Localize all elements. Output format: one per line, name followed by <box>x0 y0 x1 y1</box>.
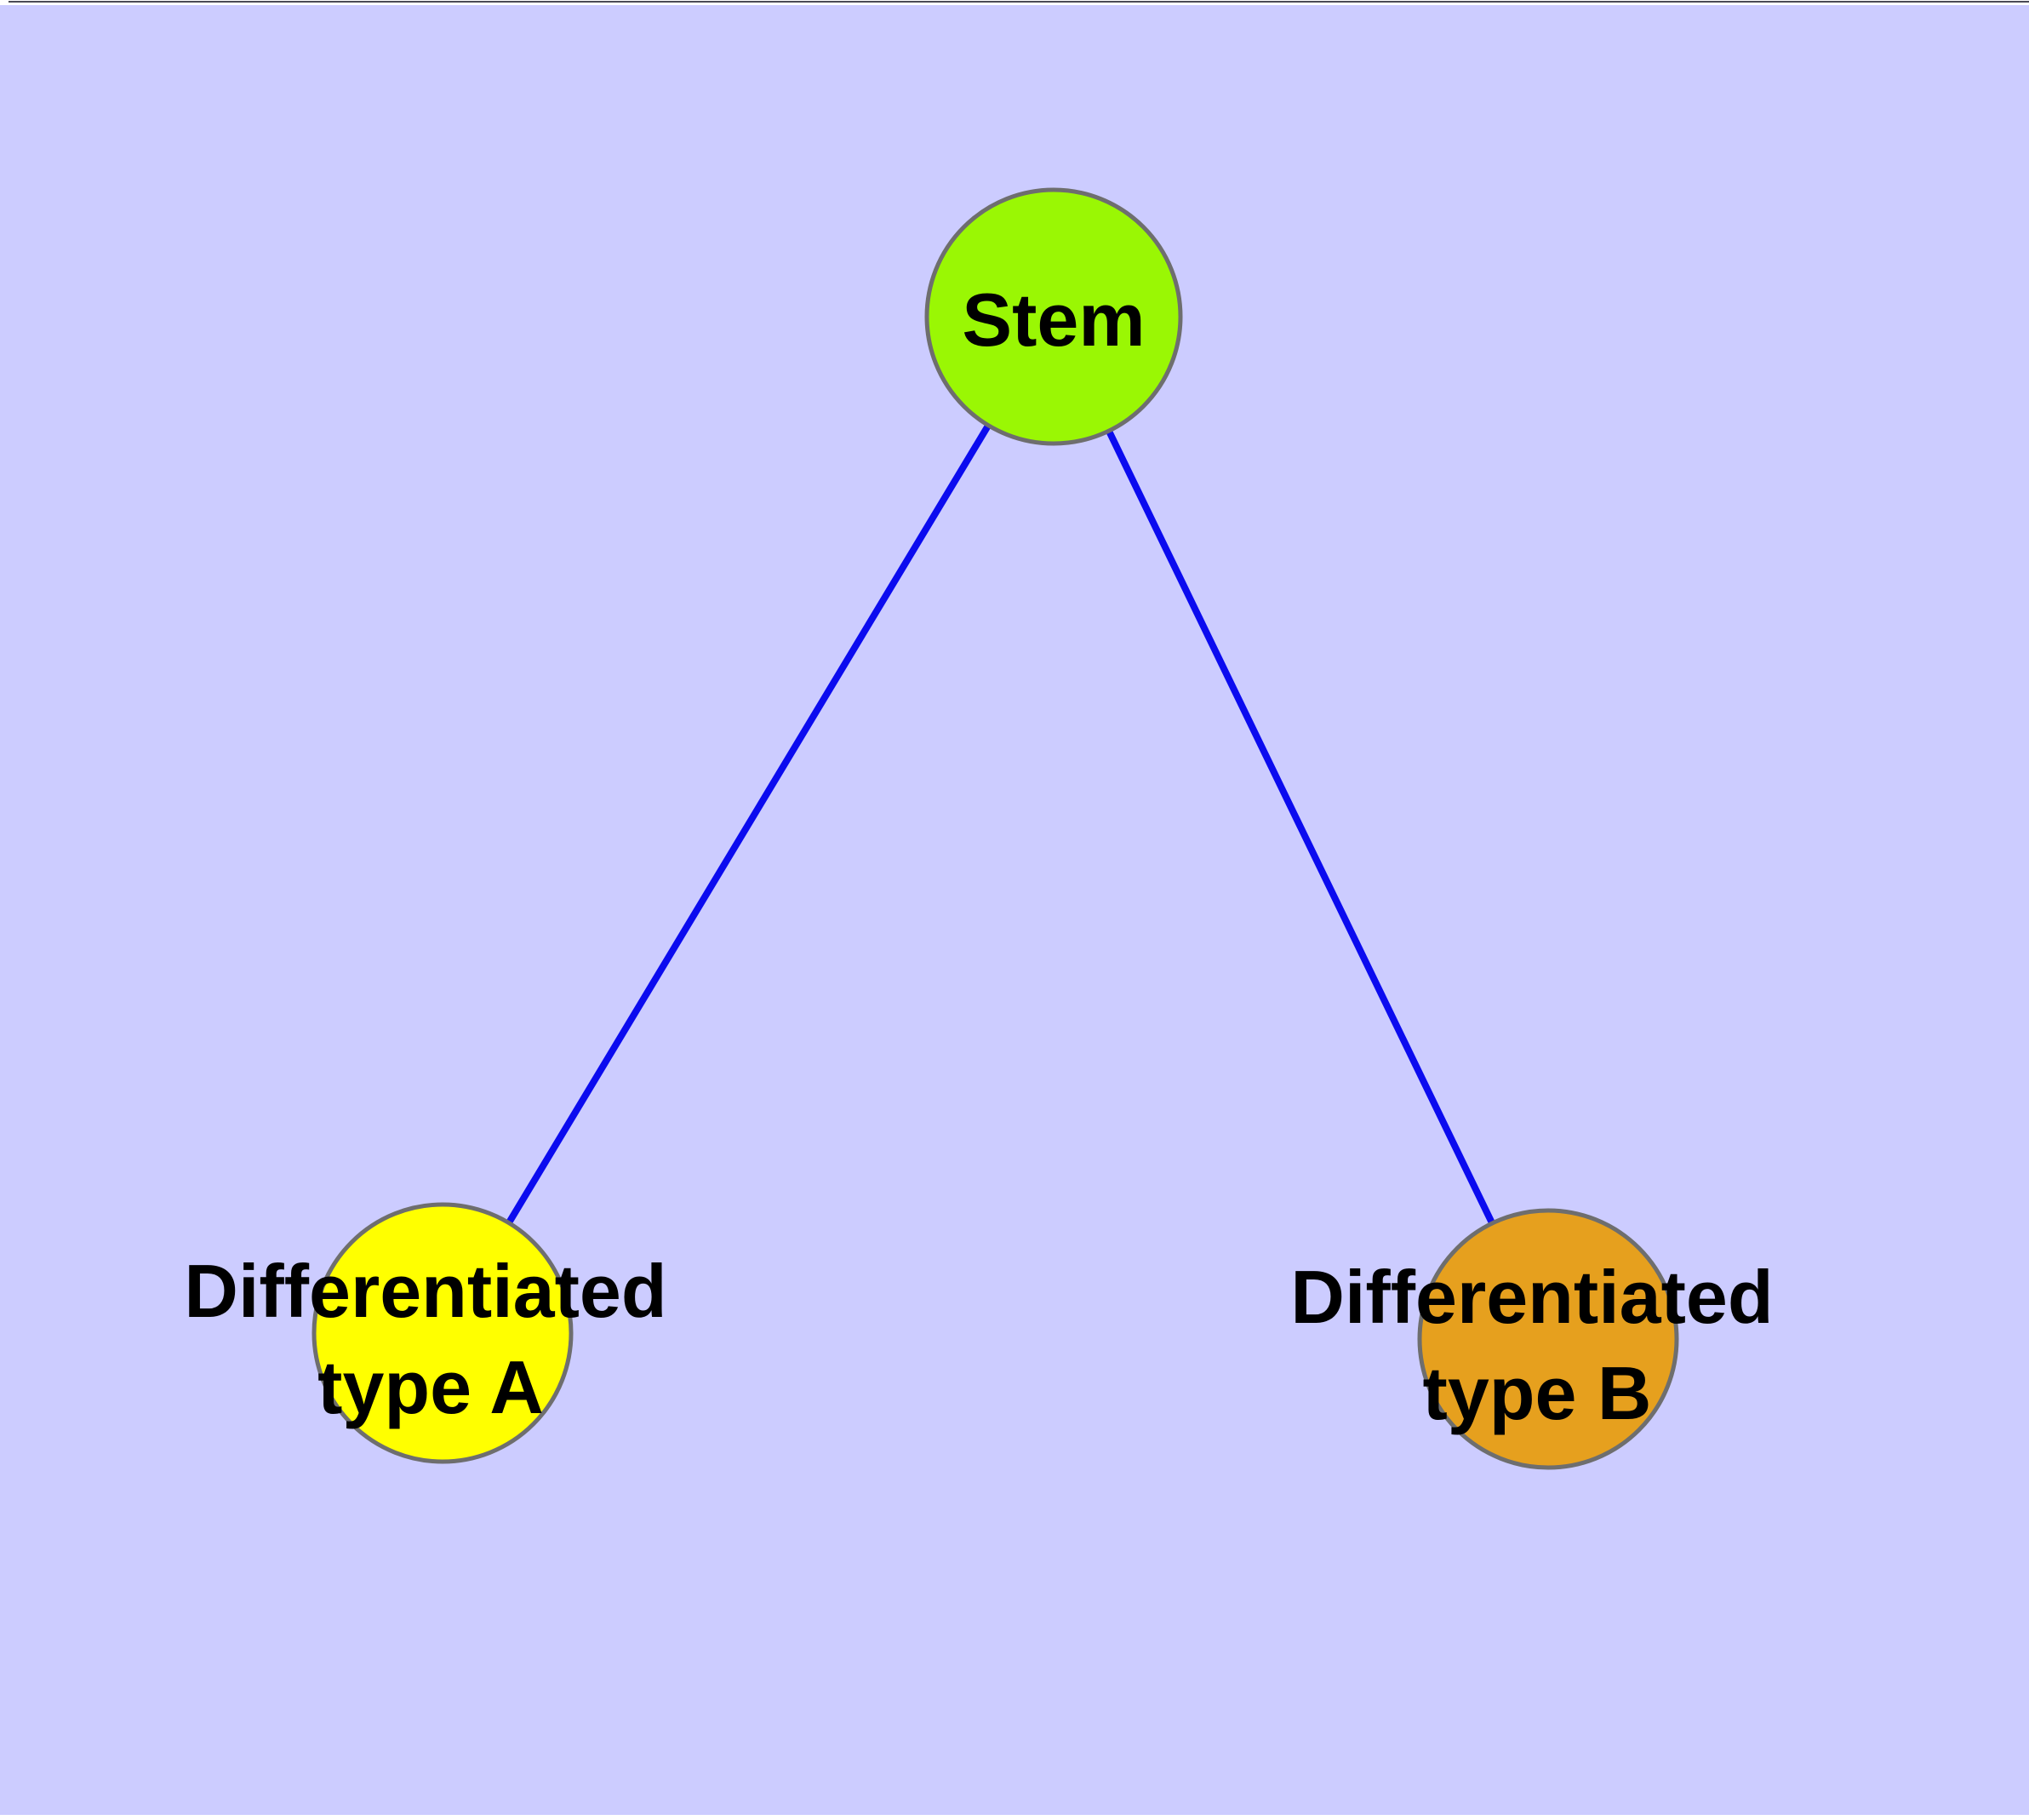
node-type-a-label-line2: type A <box>317 1345 544 1429</box>
node-differentiated-type-a <box>311 1202 574 1464</box>
edge-stem-to-type-a <box>439 313 1057 1336</box>
node-stem-label: Stem <box>962 278 1145 362</box>
node-type-b-label-line1: Differentiated <box>1290 1255 1773 1339</box>
node-type-a-label-line1: Differentiated <box>184 1249 666 1333</box>
node-differentiated-type-b <box>1417 1208 1679 1470</box>
edge-stem-to-type-b <box>1050 313 1552 1342</box>
node-type-b-label-line2: type B <box>1423 1351 1652 1435</box>
top-hairline <box>9 1 2029 3</box>
bottom-margin-strip <box>0 1815 2029 1820</box>
node-stem <box>924 187 1183 446</box>
